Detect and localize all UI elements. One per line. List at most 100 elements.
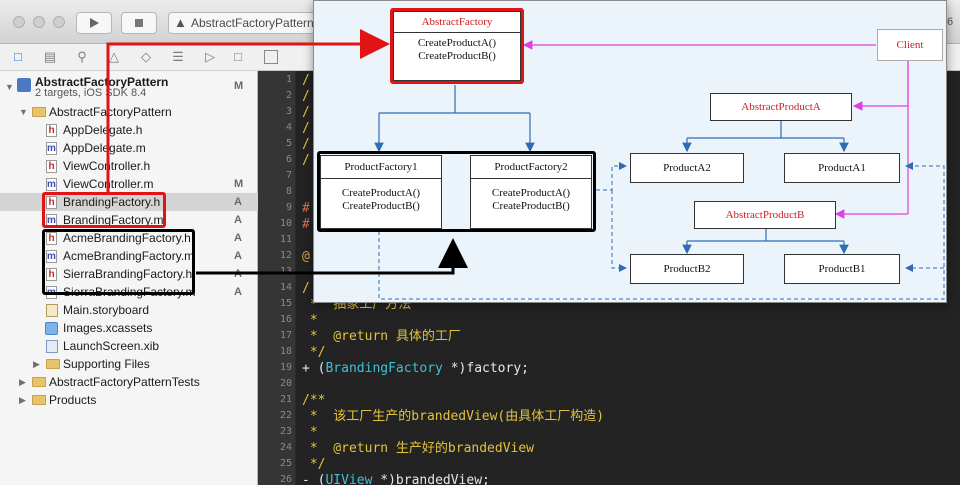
stop-icon [135, 19, 143, 27]
code-line: # [302, 201, 310, 216]
line-number: 25 [279, 458, 292, 469]
disclosure-closed-icon[interactable]: ▶ [33, 359, 40, 369]
scm-badge: A [234, 250, 242, 262]
line-number: 13 [279, 266, 292, 277]
group-row[interactable]: ▶ AbstractFactoryPatternTests [0, 373, 258, 391]
line-number: 14 [279, 282, 292, 293]
file-row[interactable]: LaunchScreen.xib [0, 337, 258, 355]
header-file-icon: h [46, 268, 57, 281]
breakpoint-navigator-icon[interactable]: ▷ [205, 49, 215, 64]
symbol-navigator-icon[interactable]: ▤ [43, 49, 57, 64]
group-row[interactable]: ▶ Supporting Files [0, 355, 258, 373]
close-window-button[interactable] [13, 16, 25, 28]
uml-diagram-window: AbstractFactory CreateProductA() CreateP… [313, 0, 947, 303]
code-token-type: BrandingFactory [325, 361, 443, 376]
implementation-file-icon: m [46, 178, 57, 191]
file-name: AppDelegate.m [63, 141, 146, 155]
app-target-icon: ▲ [174, 15, 187, 30]
code-line: # [302, 217, 310, 232]
file-row-selected[interactable]: h BrandingFactory.h A [0, 193, 258, 211]
code-line: / [302, 121, 310, 136]
operation: CreateProductA() [417, 37, 497, 49]
implementation-file-icon: m [46, 250, 57, 263]
code-line: @ [302, 249, 310, 264]
operation: CreateProductB() [492, 200, 570, 212]
folder-icon [32, 395, 46, 405]
product-a1-box: ProductA1 [784, 153, 900, 183]
abstract-factory-highlight [390, 8, 524, 84]
xib-file-icon [46, 340, 58, 353]
concrete-factories-highlight [317, 151, 596, 232]
line-number: 10 [279, 218, 292, 229]
disclosure-open-icon[interactable]: ▼ [19, 107, 28, 117]
file-row[interactable]: h AcmeBrandingFactory.h A [0, 229, 258, 247]
code-token: + ( [302, 361, 326, 376]
file-name: Main.storyboard [63, 303, 150, 317]
code-line: /** [302, 393, 326, 408]
project-icon [17, 78, 31, 92]
line-number: 19 [279, 362, 292, 373]
line-number: 4 [285, 122, 292, 133]
scm-badge: A [234, 268, 242, 280]
run-button[interactable] [76, 12, 112, 34]
code-line: / [302, 153, 310, 168]
report-navigator-icon[interactable]: □ [234, 49, 242, 64]
project-root[interactable]: ▼ AbstractFactoryPattern 2 targets, iOS … [0, 74, 258, 99]
line-number-gutter: 1 2 3 4 5 6 7 8 9 10 11 12 13 14 15 16 1… [258, 71, 296, 485]
line-number: 8 [285, 186, 292, 197]
play-icon [90, 18, 99, 28]
code-line: * [302, 425, 318, 440]
uml-connectors [374, 40, 945, 300]
scm-badge: M [234, 178, 244, 190]
related-items-icon[interactable] [264, 50, 278, 64]
project-subtitle: 2 targets, iOS SDK 8.4 [35, 87, 147, 99]
stop-button[interactable] [121, 12, 157, 34]
group-row[interactable]: ▶ Products [0, 391, 258, 409]
disclosure-closed-icon[interactable]: ▶ [19, 395, 26, 405]
scm-badge: A [234, 214, 242, 226]
file-row[interactable]: Images.xcassets [0, 319, 258, 337]
line-number: 5 [285, 138, 292, 149]
code-line: */ [302, 345, 326, 360]
implementation-file-icon: m [46, 142, 57, 155]
minimize-window-button[interactable] [33, 16, 45, 28]
abstract-product-a-box: AbstractProductA [710, 93, 852, 121]
folder-navigator-icon[interactable]: □ [14, 49, 22, 64]
line-number: 12 [279, 250, 292, 261]
file-row[interactable]: h AppDelegate.h [0, 121, 258, 139]
line-number: 15 [279, 298, 292, 309]
disclosure-open-icon[interactable]: ▼ [5, 82, 14, 92]
line-number: 16 [279, 314, 292, 325]
line-number: 23 [279, 426, 292, 437]
product-b1-box: ProductB1 [784, 254, 900, 284]
file-row[interactable]: Main.storyboard [0, 301, 258, 319]
box-operations: CreateProductA() CreateProductB() [394, 32, 520, 63]
zoom-window-button[interactable] [53, 16, 65, 28]
file-row[interactable]: m ViewController.m M [0, 175, 258, 193]
code-line: */ [302, 457, 326, 472]
scheme-selector[interactable]: ▲ AbstractFactoryPattern [168, 12, 318, 34]
asset-catalog-icon [45, 322, 58, 335]
group-row[interactable]: ▼ AbstractFactoryPattern [0, 103, 258, 121]
file-name: AppDelegate.h [63, 123, 143, 137]
file-name: ViewController.h [63, 159, 151, 173]
code-line: / [302, 137, 310, 152]
file-row[interactable]: h ViewController.h [0, 157, 258, 175]
navigator-selector-bar: □ ▤ ⚲ △ ◇ ☰ ▷ □ [0, 44, 258, 71]
concrete-factory-files-highlight [42, 229, 195, 295]
issue-navigator-icon[interactable]: △ [109, 49, 119, 64]
line-number: 22 [279, 410, 292, 421]
file-row[interactable]: m AppDelegate.m [0, 139, 258, 157]
code-line: * [302, 313, 318, 328]
scm-badge: A [234, 232, 242, 244]
code-line: / [302, 73, 310, 88]
debug-navigator-icon[interactable]: ☰ [172, 49, 184, 64]
box-title: ProductFactory2 [494, 161, 568, 173]
code-line: / [302, 89, 310, 104]
find-navigator-icon[interactable]: ⚲ [77, 49, 87, 64]
line-number: 18 [279, 346, 292, 357]
test-navigator-icon[interactable]: ◇ [141, 49, 151, 64]
disclosure-closed-icon[interactable]: ▶ [19, 377, 26, 387]
operation: CreateProductA() [491, 187, 571, 199]
line-number: 26 [279, 474, 292, 485]
